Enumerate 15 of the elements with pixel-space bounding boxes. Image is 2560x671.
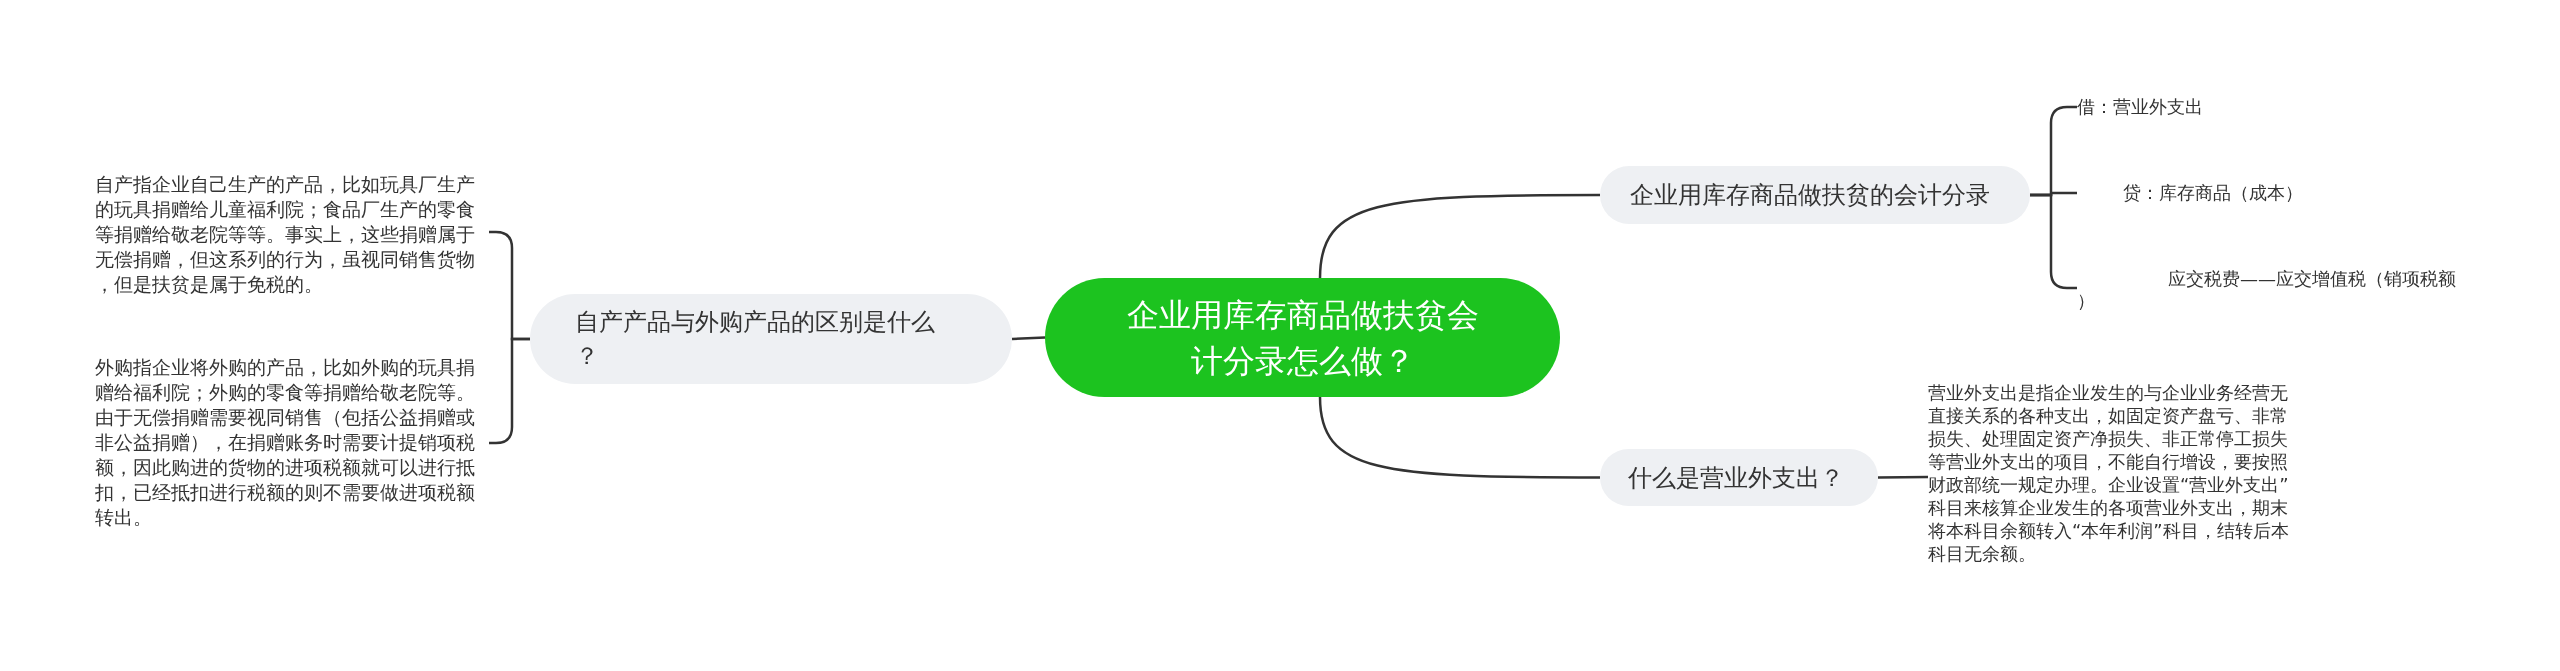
connector-line bbox=[1011, 336, 1046, 341]
note-text: 外购指企业将外购的产品，比如外购的玩具捐赠给福利院；外购的零食等捐赠给敬老院等。由于无偿捐赠需要视同销售（包括公益捐赠或非公益捐赠），在捐赠账务时需要计提销项税额，因此购进的货物的进项税额就可以进行抵扣，已经抵扣进行税额的则不需要做进项税额转出。 bbox=[95, 355, 489, 530]
central-topic-text: 企业用库存商品做扶贫会计分录怎么做？ bbox=[1125, 294, 1480, 382]
connector-line bbox=[1878, 475, 1928, 479]
note-text: 营业外支出是指企业发生的与企业业务经营无直接关系的各种支出，如固定资产盘亏、非常损失、处理固定资产净损失、非正常停工损失等营业外支出的项目，不能自行增设，要按照财政部统一规定办理。企业设置“营业外支出”科目来核算企业发生的各项营业外支出，期末将本科目余额转入“本年利润”科目，结转后本科目无余额。 bbox=[1928, 381, 2294, 565]
note-text: 自产指企业自己生产的产品，比如玩具厂生产的玩具捐赠给儿童福利院；食品厂生产的零食等捐赠给敬老院等等。事实上，这些捐赠属于无偿捐赠，但这系列的行为，虽视同销售货物，但是扶贫是属于免税的。 bbox=[95, 172, 489, 297]
topic-text: 什么是营业外支出？ bbox=[1628, 462, 1844, 494]
connector-line bbox=[1318, 396, 1600, 479]
topic-text: 企业用库存商品做扶贫的会计分录 bbox=[1630, 180, 1990, 211]
note-text: 应交税费——应交增值税（销项税额） bbox=[2077, 268, 2457, 312]
note-text: 贷：库存商品（成本） bbox=[2077, 179, 2377, 207]
note-text: 借：营业外支出 bbox=[2077, 93, 2277, 121]
topic-text: 自产产品与外购产品的区别是什么？ bbox=[575, 307, 936, 372]
connector-line bbox=[1318, 193, 1600, 279]
topic-bubble bbox=[1600, 449, 1878, 506]
